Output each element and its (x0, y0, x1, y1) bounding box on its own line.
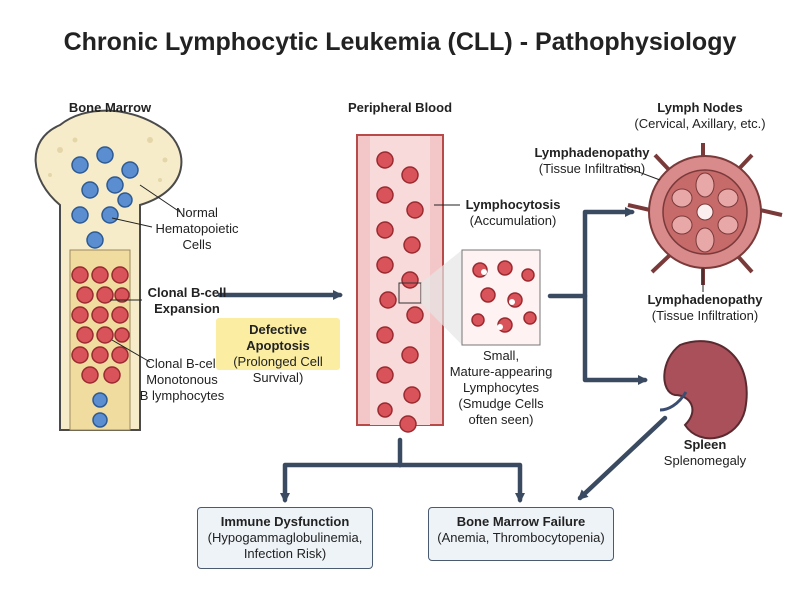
label-line: (Smudge Cells (458, 396, 544, 411)
smudge-cell-magnified (461, 249, 541, 346)
box-title: Immune Dysfunction (220, 514, 350, 529)
spleen-illustration (659, 340, 748, 440)
label-line: Clonal B-cell (145, 356, 219, 371)
label-line: Mature-appearing (449, 364, 553, 379)
clonal-expansion-label: Clonal B-cell Expansion (142, 285, 232, 317)
lymphocytosis-label: Lymphocytosis (Accumulation) (458, 197, 568, 229)
arrow-to-marrow-failure (397, 462, 525, 503)
label-line: Hematopoietic (155, 221, 239, 236)
arrow-blood-split (547, 207, 635, 299)
apoptosis-line: (Prolonged Cell (233, 354, 323, 369)
immune-dysfunction-box: Immune Dysfunction (Hypogammaglobulinemi… (197, 507, 373, 569)
label-line: Lymph Nodes (657, 100, 743, 115)
box-line: Infection Risk) (243, 546, 327, 561)
page-title: Chronic Lymphocytic Leukemia (CLL) - Pat… (63, 28, 737, 56)
clonal-cells-label: Clonal B-cell Monotonous B lymphocytes (132, 356, 232, 404)
apoptosis-title: Defective Apoptosis (246, 322, 310, 353)
lymphadenopathy-top-label: Lymphadenopathy (Tissue Infiltration) (532, 145, 652, 177)
label-line: Normal (176, 205, 218, 220)
bone-marrow-heading: Bone Marrow (68, 100, 152, 115)
label-line: Cells (182, 237, 212, 252)
label-line: Lymphocytes (462, 380, 540, 395)
label-line: B lymphocytes (139, 388, 225, 403)
arrow-spleen-to-marrow-failure (577, 415, 668, 501)
flow-arrows (217, 207, 668, 503)
clonal-b-cells (71, 266, 130, 384)
label-line: Clonal B-cell (147, 285, 227, 300)
label-line: (Tissue Infiltration) (538, 161, 646, 176)
bone-marrow-failure-box: Bone Marrow Failure (Anemia, Thrombocyto… (428, 507, 614, 561)
label-line: Lymphocytosis (465, 197, 561, 212)
lymph-node-illustration (619, 143, 783, 292)
label-line: (Accumulation) (469, 213, 557, 228)
arrow-blood-to-spleen (582, 293, 648, 385)
apoptosis-line: Survival) (252, 370, 304, 385)
label-line: Small, (482, 348, 520, 363)
normal-cells-label: Normal Hematopoietic Cells (152, 205, 242, 253)
smudge-cells-label: Small, Mature-appearing Lymphocytes (Smu… (445, 348, 557, 428)
lymph-nodes-heading: Lymph Nodes (Cervical, Axillary, etc.) (615, 100, 785, 132)
normal-hematopoietic-cells (71, 146, 139, 428)
bone-illustration (34, 109, 183, 431)
label-line: Monotonous (146, 372, 218, 387)
box-title: Bone Marrow Failure (456, 514, 586, 529)
box-line: (Anemia, Thrombocytopenia) (437, 530, 605, 545)
label-line: (Cervical, Axillary, etc.) (634, 116, 766, 131)
box-line: (Hypogammaglobulinemia, (207, 530, 363, 545)
label-line: Lymphadenopathy (534, 145, 650, 160)
label-line: (Tissue Infiltration) (651, 308, 759, 323)
arrow-to-immune (280, 462, 403, 503)
label-line: Spleen (683, 437, 727, 452)
label-line: Splenomegaly (663, 453, 747, 468)
label-line: often seen) (468, 412, 534, 427)
defective-apoptosis-box: Defective Apoptosis (Prolonged Cell Surv… (216, 318, 340, 385)
spleen-label: Spleen Splenomegaly (655, 437, 755, 469)
peripheral-blood-heading: Peripheral Blood (347, 100, 453, 115)
blood-vessel (356, 134, 462, 433)
label-line: Expansion (154, 301, 220, 316)
label-line: Lymphadenopathy (647, 292, 763, 307)
lymphadenopathy-bottom-label: Lymphadenopathy (Tissue Infiltration) (640, 292, 770, 324)
